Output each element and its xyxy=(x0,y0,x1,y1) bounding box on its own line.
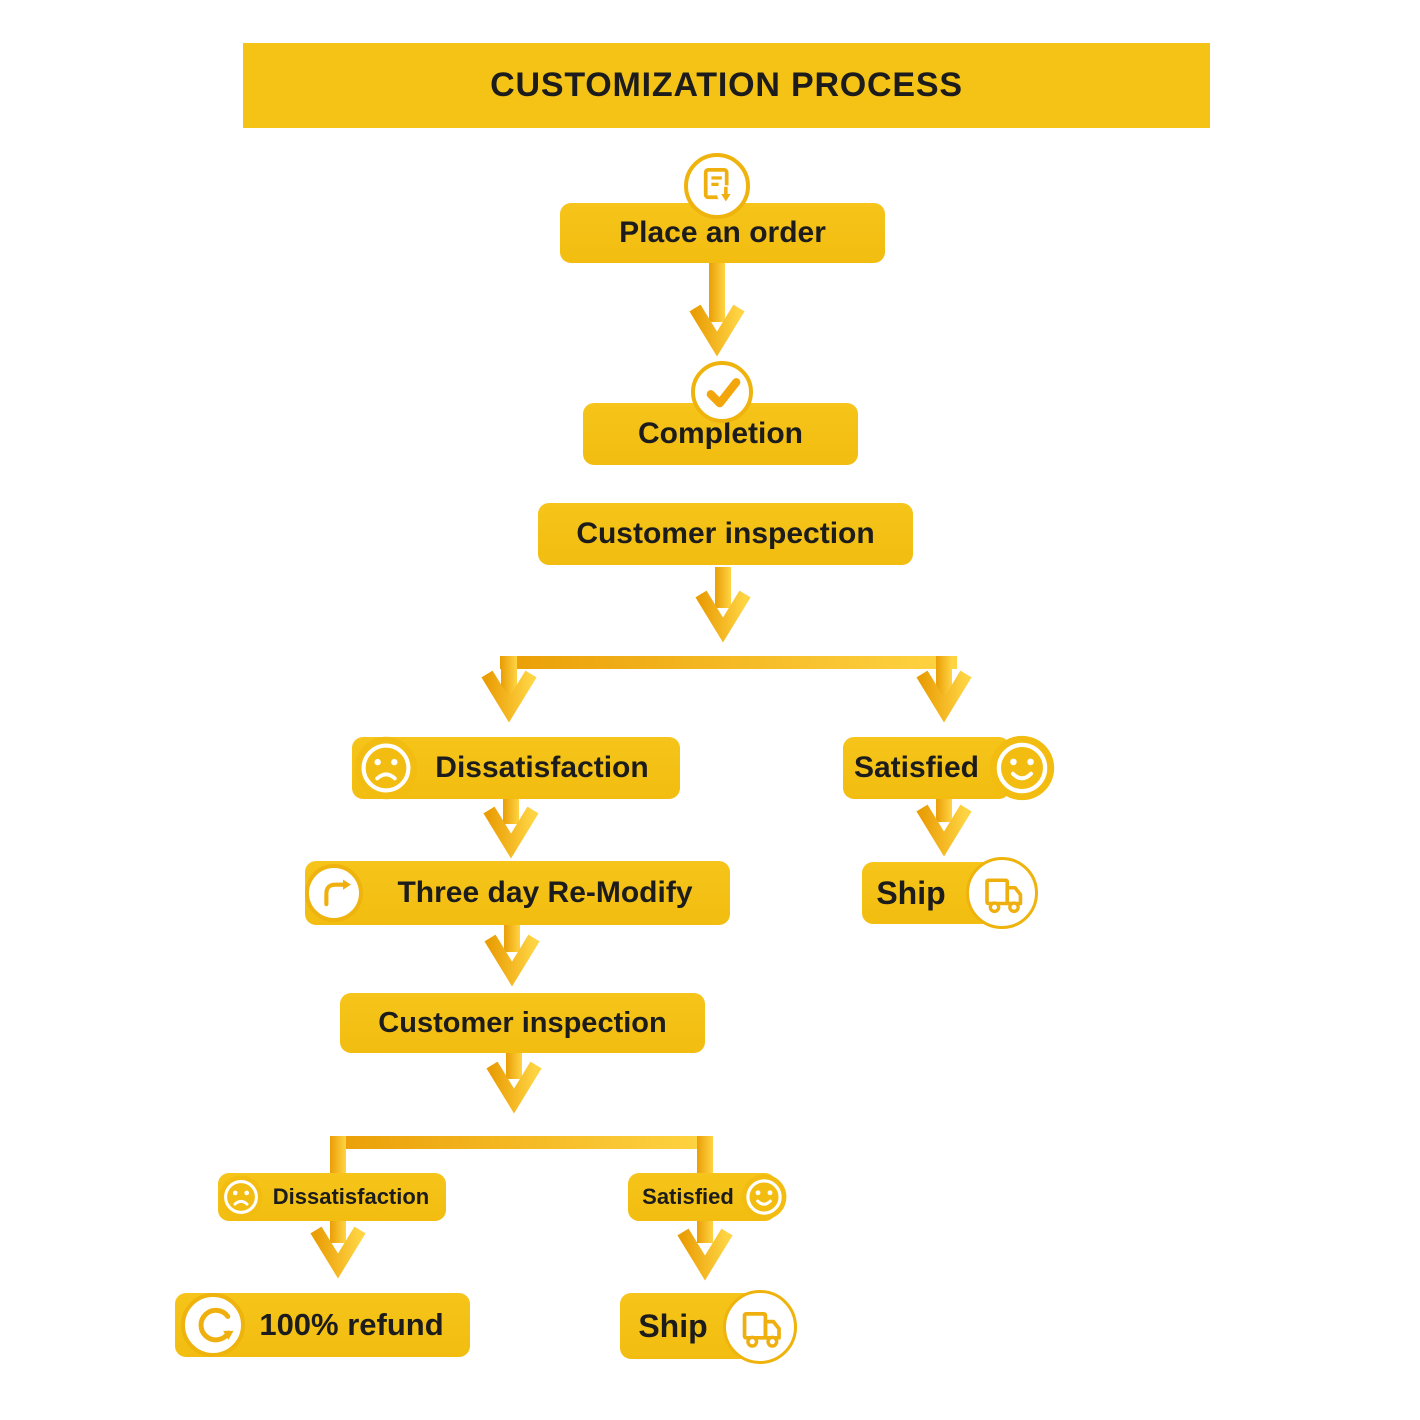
truck-icon xyxy=(723,1290,797,1364)
node-place-an-order-label: Place an order xyxy=(619,216,826,249)
node-dissatisfaction-2-label: Dissatisfaction xyxy=(272,1184,430,1209)
title-bar: CUSTOMIZATION PROCESS xyxy=(243,43,1210,128)
node-ship-1-label: Ship xyxy=(876,874,946,911)
node-customer-inspection-1-label: Customer inspection xyxy=(576,517,875,550)
node-customer-inspection-2: Customer inspection xyxy=(340,993,705,1053)
happy-face-icon xyxy=(741,1174,787,1220)
node-customer-inspection-1: Customer inspection xyxy=(538,503,913,565)
circular-refund-arrow-icon xyxy=(181,1293,245,1357)
node-ship-2-label: Ship xyxy=(638,1307,708,1344)
page-title: CUSTOMIZATION PROCESS xyxy=(490,66,963,104)
node-three-day-re-modify: Three day Re-Modify xyxy=(305,861,730,925)
node-customer-inspection-2-label: Customer inspection xyxy=(378,1006,667,1039)
redo-arrow-icon xyxy=(305,864,363,922)
node-three-day-re-modify-label: Three day Re-Modify xyxy=(397,876,693,909)
node-satisfied-1-label: Satisfied xyxy=(853,751,980,784)
truck-icon xyxy=(966,857,1038,929)
node-satisfied-1: Satisfied xyxy=(843,737,1010,799)
node-100-percent-refund-label: 100% refund xyxy=(259,1307,444,1342)
node-dissatisfaction-1-label: Dissatisfaction xyxy=(435,751,649,784)
happy-face-icon xyxy=(989,735,1055,801)
node-satisfied-2-label: Satisfied xyxy=(642,1184,734,1209)
sad-face-icon xyxy=(219,1175,263,1219)
node-ship-1: Ship xyxy=(862,862,1010,924)
order-document-icon xyxy=(684,153,750,219)
sad-face-icon xyxy=(354,736,418,800)
check-icon xyxy=(691,361,753,423)
